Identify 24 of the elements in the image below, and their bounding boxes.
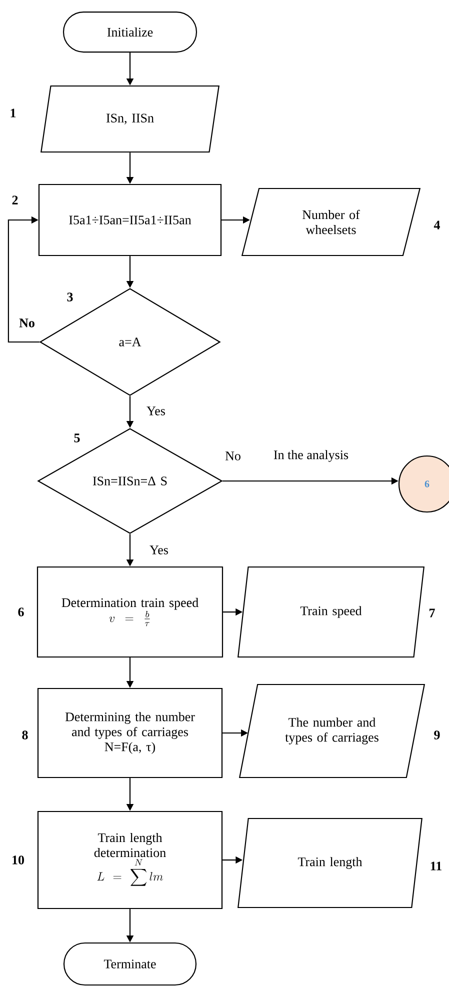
process-box: Determining the number and types of carriages N=F(a, τ) xyxy=(37,688,223,778)
step-number: 7 xyxy=(429,608,435,618)
step-number: 10 xyxy=(12,856,24,864)
terminal-box: Terminate xyxy=(63,942,197,986)
step-number: 11 xyxy=(430,862,442,870)
process-box: Train length determination $L = \sum^{N} lm$ xyxy=(37,810,223,910)
terminal-box: Initialize xyxy=(62,11,198,53)
edge-label: Yes xyxy=(150,546,168,554)
data-parallelogram: Train length xyxy=(238,818,422,908)
edge-label: No xyxy=(225,452,240,460)
edge-label: Yes xyxy=(146,406,165,416)
process-box: I5a1÷I5an=II5a1÷II5an xyxy=(38,184,222,256)
process-box: Determination train speed $v = \frac{b}{\tau}$ xyxy=(36,566,224,658)
step-number: 4 xyxy=(434,220,440,230)
step-number: 6 xyxy=(18,608,24,616)
note-label: In the analysis xyxy=(274,450,348,462)
step-number: 9 xyxy=(434,730,440,740)
step-number: 3 xyxy=(67,292,73,302)
step-number: 1 xyxy=(10,108,16,118)
step-number: 8 xyxy=(22,730,28,740)
step-number: 5 xyxy=(74,434,80,442)
arrow xyxy=(8,216,40,343)
edge-label: No xyxy=(19,318,34,328)
step-number: 2 xyxy=(12,196,18,204)
